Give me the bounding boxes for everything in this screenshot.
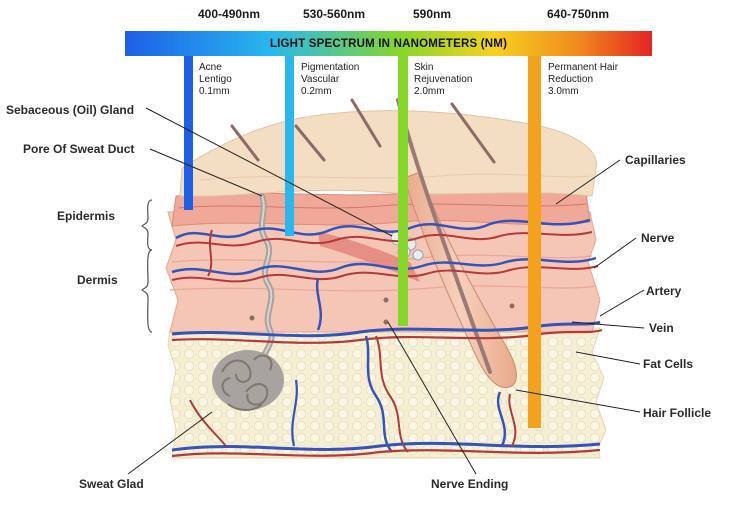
dermis-brace (141, 249, 153, 333)
label-epidermis: Epidermis (57, 209, 116, 223)
label-artery: Artery (646, 284, 682, 298)
wavelength-label: 530-560nm (303, 7, 366, 21)
label-capillaries: Capillaries (625, 153, 686, 167)
blood-vessels (171, 218, 603, 458)
label-nerve-ending: Nerve Ending (431, 477, 509, 491)
epidermis-layer (171, 188, 591, 227)
spectrum-banner (125, 31, 652, 56)
label-nerve: Nerve (641, 231, 675, 245)
nerve-endings (249, 297, 515, 325)
label-pore-of-sweat-duct: Pore Of Sweat Duct (23, 142, 135, 156)
epidermis-brace (141, 199, 153, 251)
band-bar-pigmentation (285, 56, 294, 236)
label-dermis: Dermis (77, 273, 118, 287)
band-bar-hair-reduction (528, 56, 541, 428)
label-sebaceous-gland: Sebaceous (Oil) Gland (6, 103, 135, 117)
label-vein: Vein (649, 321, 674, 335)
sweat-gland (212, 350, 284, 411)
label-sweat-gland: Sweat Glad (79, 477, 144, 491)
band-bar-acne (184, 56, 193, 210)
wavelength-label: 640-750nm (547, 7, 610, 21)
wavelength-label: 400-490nm (198, 7, 261, 21)
skin-surface (179, 110, 597, 197)
leader-lines (127, 107, 645, 475)
wavelength-label: 590nm (413, 7, 452, 21)
label-fat-cells: Fat Cells (643, 357, 694, 371)
band-bar-skin-rejuvenation (398, 56, 408, 326)
hair-follicle (403, 171, 517, 388)
label-hair-follicle: Hair Follicle (643, 406, 712, 420)
banner-title: LIGHT SPECTRUM IN NANOMETERS (NM) (269, 37, 508, 50)
